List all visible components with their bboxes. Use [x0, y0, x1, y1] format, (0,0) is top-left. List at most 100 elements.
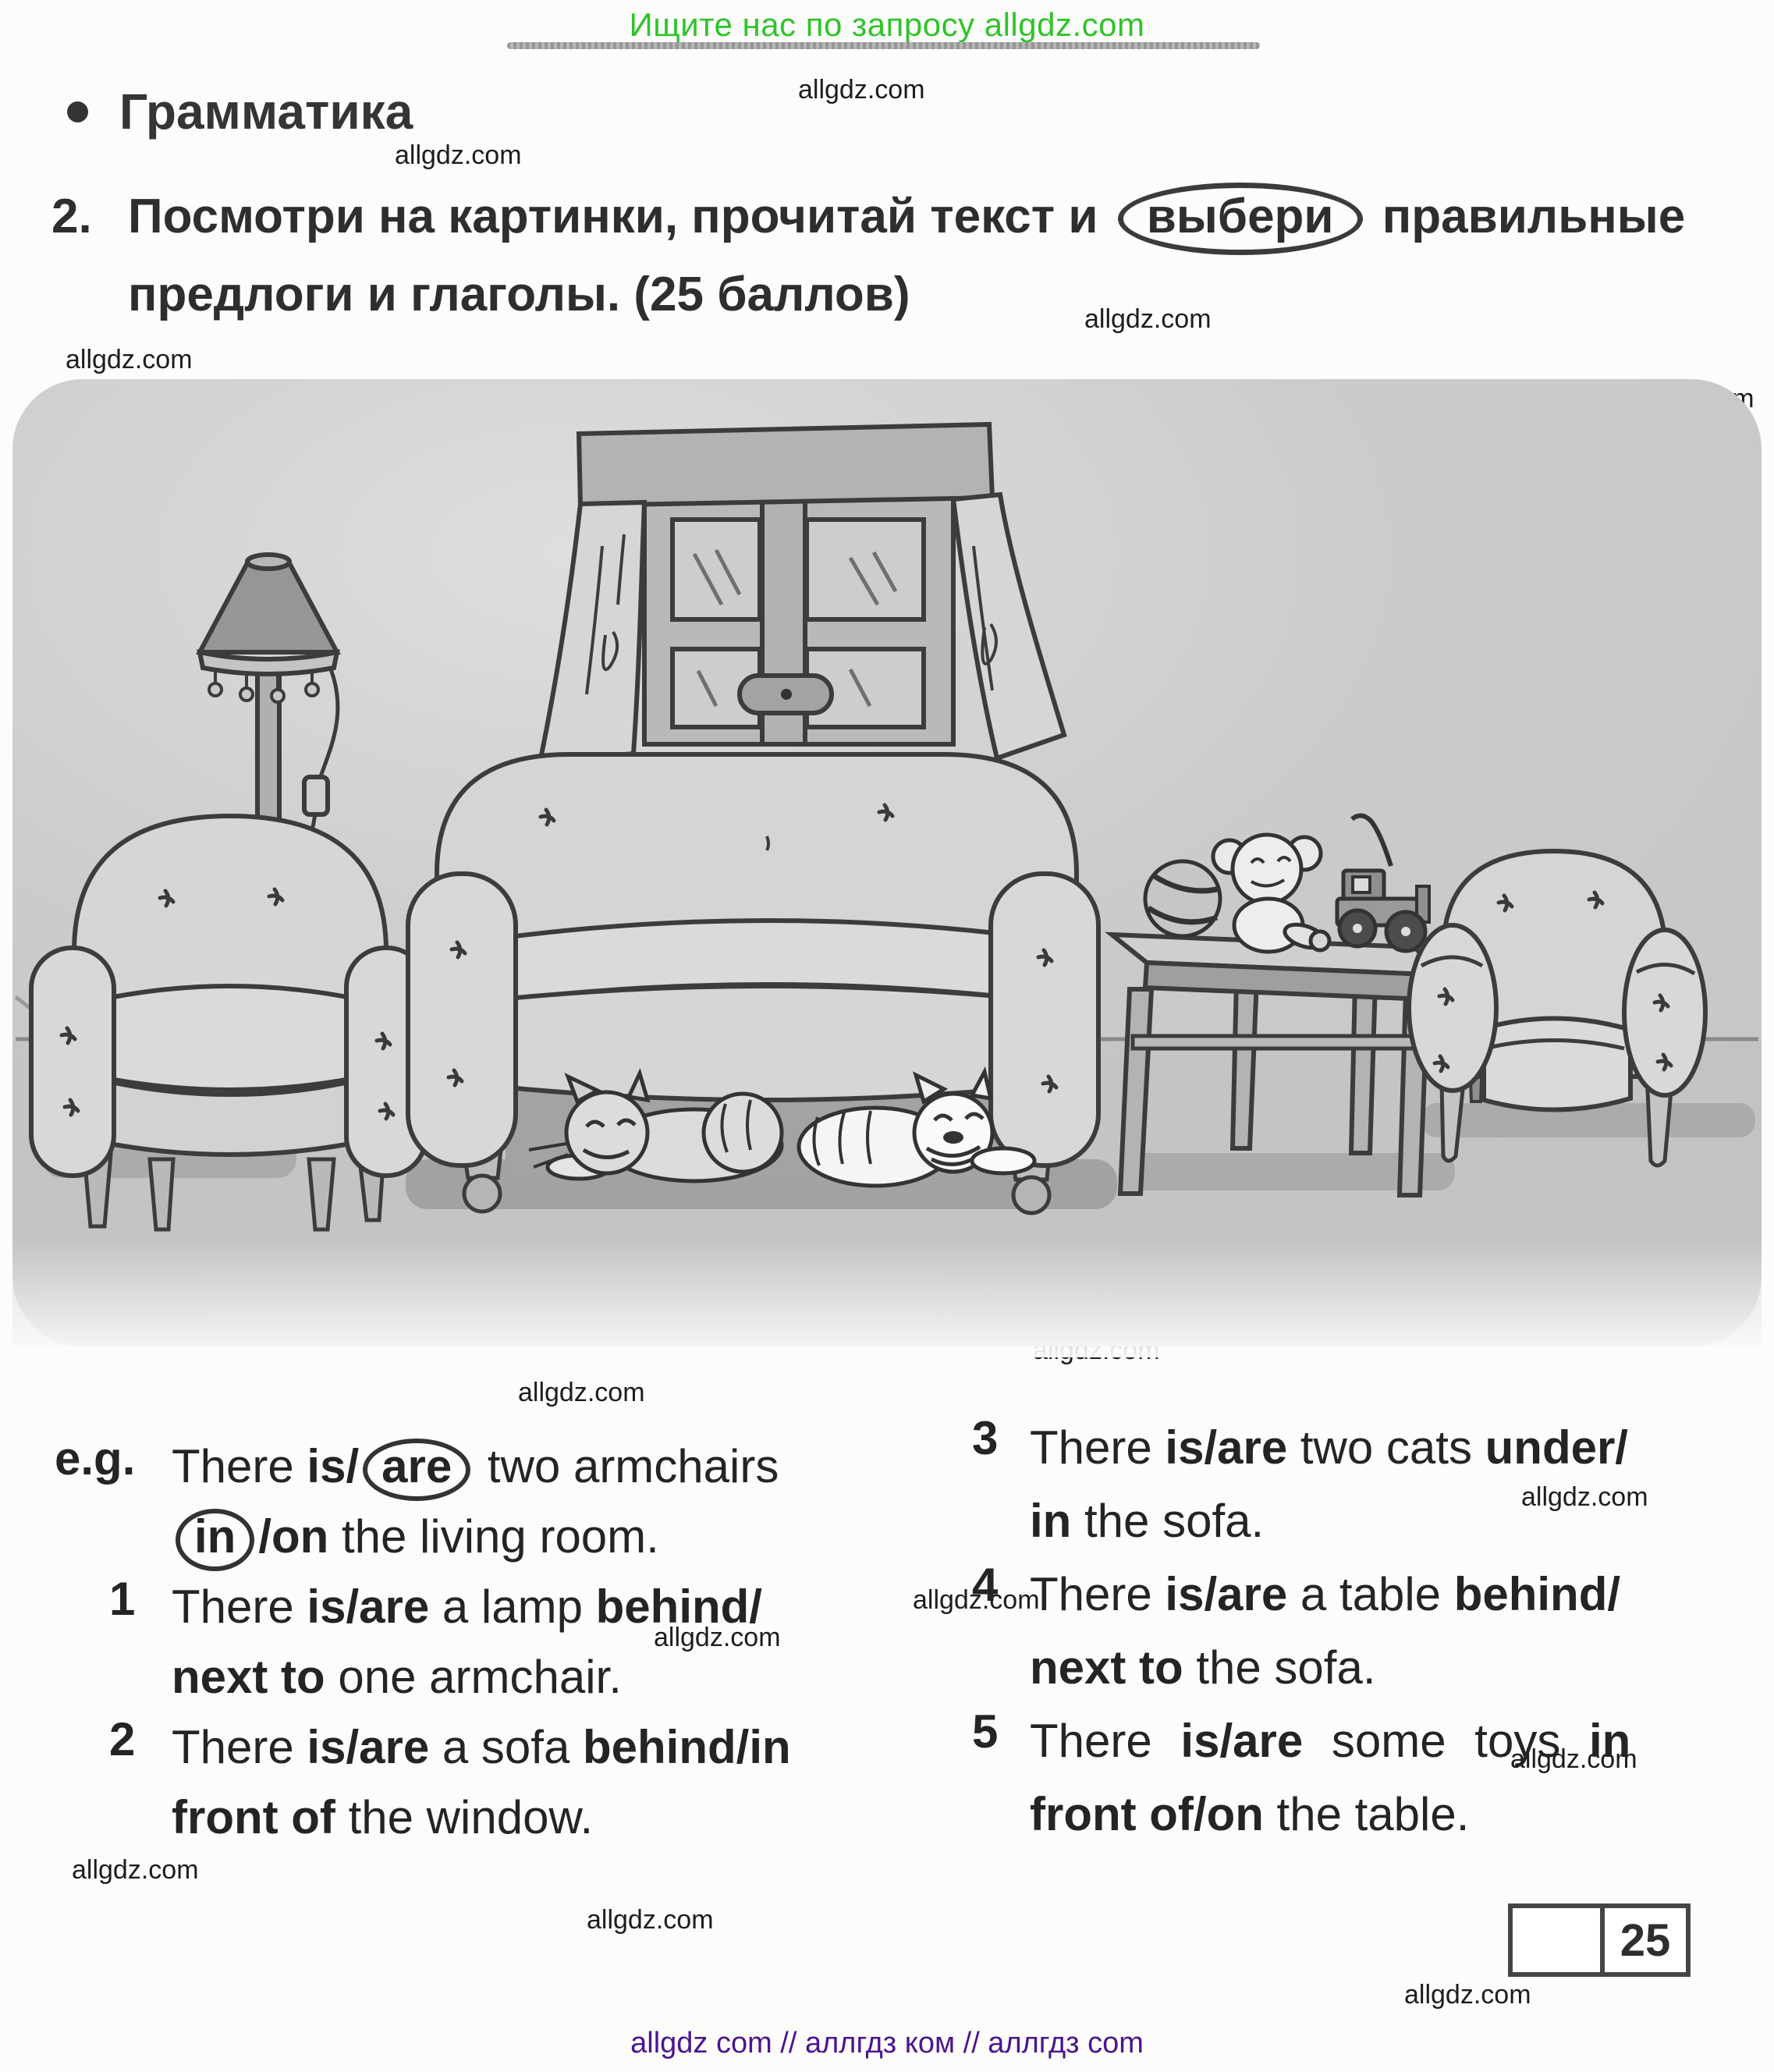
- sentence-text: There: [172, 1581, 307, 1633]
- task-text: Посмотри на картинки, прочитай текст и в…: [128, 178, 1721, 334]
- word-choice: front of/on: [1030, 1788, 1264, 1840]
- sentence-text: There: [172, 1440, 307, 1492]
- word-choice: is/are: [1180, 1715, 1304, 1767]
- word-choice: next to: [172, 1651, 325, 1703]
- exercise-line: There is/are two armchairs: [172, 1432, 913, 1502]
- watermark-text: allgdz.com: [1521, 1482, 1648, 1512]
- exercise-line: next to the sofa.: [1030, 1631, 1760, 1705]
- exercise-line: There is/are a lamp behind/: [172, 1572, 913, 1642]
- section-title: Грамматика: [119, 83, 413, 140]
- task-part1: Посмотри на картинки, прочитай текст и: [128, 190, 1098, 243]
- word-choice: behind/: [1453, 1568, 1621, 1620]
- toy-truck-icon: [1335, 813, 1431, 953]
- word-choice: on: [271, 1510, 329, 1563]
- word-choice: behind/: [595, 1581, 762, 1633]
- exercise-line: front of/on the table.: [1030, 1778, 1760, 1851]
- exercise-line: next to one armchair.: [172, 1642, 913, 1712]
- armchair-right: [1407, 848, 1708, 1168]
- bullet-icon: [67, 101, 88, 122]
- watermark-text: allgdz.com: [587, 1905, 714, 1935]
- shadow-armchair-right: [1421, 1103, 1755, 1137]
- floor-lamp-icon: [195, 552, 342, 847]
- exercise-line: There is/are a sofa behind/in: [172, 1712, 913, 1783]
- side-table: [1104, 931, 1453, 1197]
- task-number: 2.: [51, 190, 92, 243]
- word-choice: is: [307, 1440, 346, 1492]
- sentence-text: There: [1030, 1568, 1166, 1620]
- word-choice: in: [1030, 1495, 1072, 1547]
- watermark-text: allgdz.com: [518, 1378, 645, 1407]
- watermark-text: allgdz.com: [395, 140, 522, 170]
- exercise-line: in/on the living room.: [172, 1502, 913, 1572]
- word-choice: /: [258, 1510, 271, 1563]
- sentence-text: the table.: [1263, 1788, 1470, 1840]
- sentence-text: two armchairs: [474, 1440, 779, 1492]
- watermark-text: allgdz.com: [1510, 1744, 1637, 1774]
- item-number: 2: [109, 1713, 136, 1765]
- item-number: 1: [109, 1573, 136, 1625]
- watermark-text: allgdz.com: [1084, 304, 1212, 334]
- sentence-text: the window.: [335, 1791, 594, 1843]
- example-label: e.g.: [55, 1432, 136, 1485]
- sentence-text: There: [1030, 1715, 1181, 1767]
- sentence-text: two cats: [1287, 1421, 1485, 1474]
- living-room-illustration: [0, 379, 1774, 1357]
- footer-line: allgdz com // аллгдз ком // аллгдз com: [630, 2027, 1144, 2060]
- sentence-text: a table: [1287, 1568, 1454, 1620]
- window: [537, 421, 1067, 766]
- teddy-bear-icon: [1211, 832, 1332, 954]
- exercise-line: front of the window.: [172, 1783, 913, 1853]
- word-choice: in: [1589, 1715, 1631, 1767]
- sentence-text: There: [172, 1721, 307, 1773]
- item-number: 3: [972, 1412, 999, 1464]
- sentence-text: a lamp: [429, 1581, 596, 1633]
- toys-icon: [1143, 813, 1431, 954]
- promo-header: Ищите нас по запросу allgdz.com: [629, 6, 1145, 43]
- word-choice: /: [346, 1440, 360, 1492]
- word-choice: is/are: [1165, 1421, 1288, 1474]
- word-choice: is/are: [1165, 1568, 1288, 1620]
- score-box-value: 25: [1620, 1914, 1671, 1966]
- exercise-line: There is/are two cats under/: [1030, 1411, 1760, 1485]
- sentence-text: some toys: [1303, 1715, 1589, 1767]
- watermark-text: allgdz.com: [1404, 1980, 1531, 2010]
- sentence-text: the living room.: [328, 1510, 659, 1563]
- exercise-line: There is/are a table behind/: [1030, 1558, 1760, 1631]
- bottom-fade: [0, 1240, 1774, 1357]
- exercise-line: There is/are some toys in: [1030, 1705, 1760, 1778]
- word-choice: behind/in: [583, 1721, 791, 1773]
- item-number: 4: [972, 1559, 999, 1611]
- task-part2: правильные: [1382, 190, 1686, 243]
- shadow-table: [1127, 1153, 1455, 1190]
- task-instruction: 2. Посмотри на картинки, прочитай текст …: [51, 178, 1721, 334]
- sentence-text: the sofa.: [1183, 1641, 1376, 1694]
- word-choice: front of: [172, 1791, 335, 1843]
- score-box-empty-cell: [1513, 1908, 1605, 1972]
- sentence-text: There: [1030, 1421, 1166, 1474]
- word-choice: is/are: [307, 1721, 430, 1773]
- header-divider: [507, 42, 1260, 49]
- exercise-item: 3 There is/are two cats under/in the sofa…: [917, 1411, 1760, 1558]
- watermark-text: allgdz.com: [913, 1585, 1040, 1615]
- circled-answer: in: [176, 1509, 255, 1571]
- word-choice: under/: [1485, 1421, 1628, 1474]
- sentence-text: one armchair.: [325, 1651, 622, 1703]
- circled-answer: are: [363, 1439, 471, 1501]
- sentence-text: a sofa: [429, 1721, 584, 1773]
- watermark-text: allgdz.com: [798, 75, 925, 105]
- sentence-text: the sofa.: [1071, 1495, 1265, 1547]
- task-line2: предлоги и глаголы. (25 баллов): [128, 268, 910, 321]
- cats-icon: [528, 1066, 1037, 1188]
- watermark-text: allgdz.com: [72, 1855, 199, 1885]
- ball-icon: [1143, 859, 1222, 938]
- circled-word: выбери: [1117, 183, 1363, 256]
- score-box: 25: [1508, 1903, 1691, 1977]
- exercise-item: 4 There is/are a table behind/next to the…: [917, 1558, 1760, 1705]
- section-heading: Грамматика: [67, 83, 413, 140]
